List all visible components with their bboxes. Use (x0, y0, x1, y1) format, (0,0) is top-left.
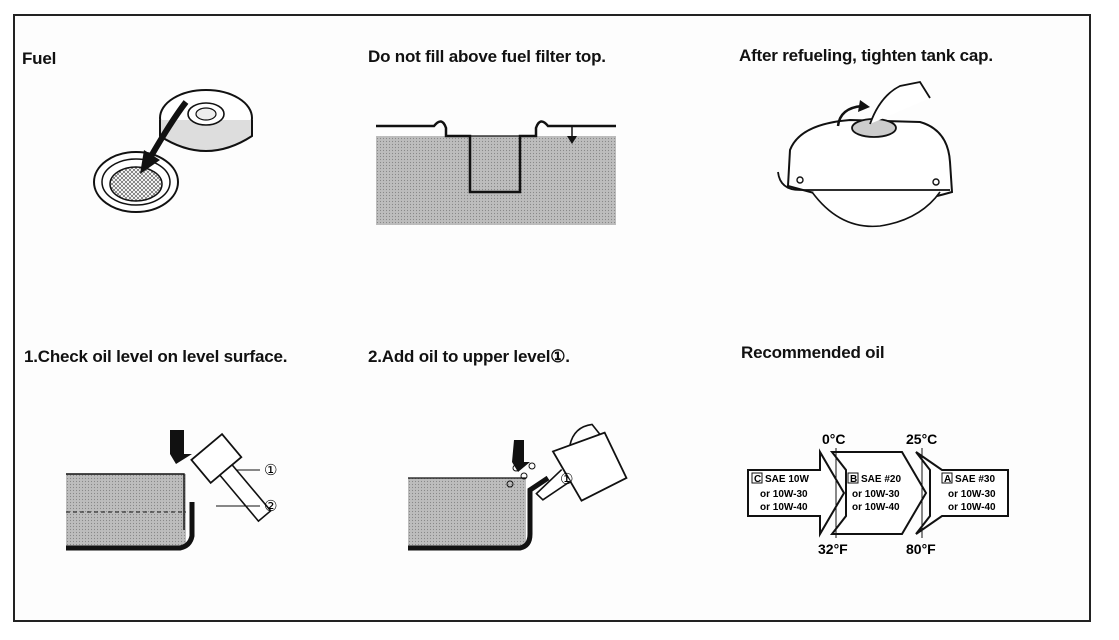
grade-a-line3: or 10W-40 (948, 502, 996, 513)
recommended-oil-caption: Recommended oil (741, 343, 885, 362)
grade-c-line2: or 10W-30 (760, 489, 808, 500)
temp-c-1: 25°C (906, 431, 937, 447)
oil-viscosity-chart: 0°C 25°C 32°F 80°F C SAE 10W or 10W-30 o… (747, 431, 1009, 557)
cap-caption: After refueling, tighten tank cap. (739, 46, 993, 65)
temp-f-0: 32°F (818, 541, 848, 557)
filter-caption: Do not fill above fuel filter top. (368, 47, 606, 66)
fuel-caption: Fuel (22, 49, 57, 68)
grade-a-letter: A (944, 474, 951, 485)
grade-b-letter: B (850, 474, 857, 485)
grade-a-line1: SAE #30 (955, 474, 995, 485)
check-oil-caption: 1.Check oil level on level surface. (24, 347, 288, 366)
grade-b-line1: SAE #20 (861, 474, 901, 485)
add-oil-caption: 2.Add oil to upper level①. (368, 347, 570, 366)
fuel-tank-cap-illustration (777, 80, 954, 228)
lower-level-marker: ② (264, 497, 277, 515)
grade-c-block: C SAE 10W or 10W-30 or 10W-40 (751, 472, 809, 513)
temp-f-1: 80°F (906, 541, 936, 557)
upper-level-marker: ① (560, 470, 573, 488)
fuel-filler-illustration (93, 89, 253, 213)
oil-level-check-diagram: ① ② (66, 430, 277, 551)
upper-level-marker: ① (264, 461, 277, 479)
grade-c-line3: or 10W-40 (760, 502, 808, 513)
grade-a-block: A SAE #30 or 10W-30 or 10W-40 (941, 472, 996, 513)
temp-c-0: 0°C (822, 431, 846, 447)
grade-b-line2: or 10W-30 (852, 489, 900, 500)
add-oil-diagram: ① (408, 423, 628, 551)
grade-c-line1: SAE 10W (765, 474, 809, 485)
grade-b-block: B SAE #20 or 10W-30 or 10W-40 (847, 472, 901, 513)
grade-a-line2: or 10W-30 (948, 489, 996, 500)
grade-b-line3: or 10W-40 (852, 502, 900, 513)
fuel-filter-diagram (376, 120, 616, 225)
grade-c-letter: C (754, 474, 761, 485)
